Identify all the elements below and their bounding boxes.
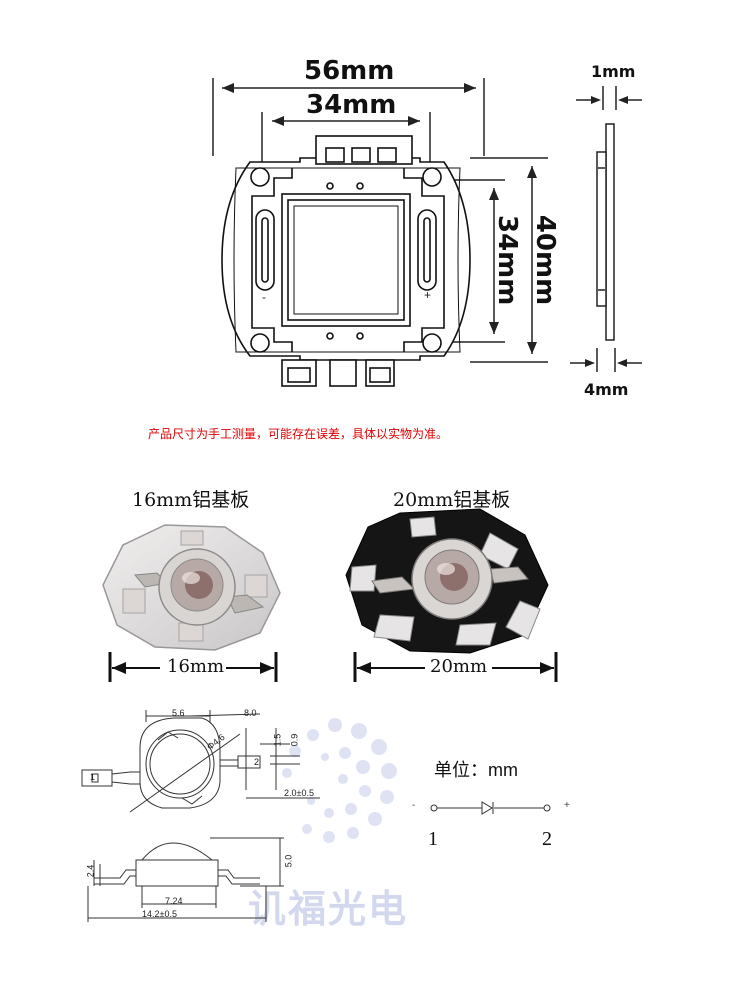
- height-total-label: 40mm: [530, 214, 560, 306]
- pin-2-label: 2: [254, 757, 260, 767]
- dim-0-9: 0.9: [289, 733, 300, 747]
- led-top-view-drawing: [81, 710, 320, 813]
- dim-7-24: 7.24: [165, 896, 183, 906]
- board-dimension-lines: [108, 652, 558, 682]
- dim-1-5: 1.5: [272, 733, 283, 747]
- plate-thickness-label: 1mm: [591, 62, 636, 81]
- diode-plus-label: +: [564, 800, 570, 811]
- width-inner-label: 34mm: [306, 90, 397, 120]
- unit-label: 单位：mm: [434, 760, 518, 780]
- board-20mm-caption: 20mm铝基板: [393, 489, 511, 511]
- board-16mm-photo: [102, 524, 281, 651]
- dim-14-2: 14.2±0.5: [142, 909, 177, 919]
- diode-minus-label: -: [412, 800, 416, 811]
- total-thickness-label: 4mm: [584, 380, 629, 399]
- board-20mm-photo: [345, 508, 549, 654]
- dim-2-4: 2.4: [85, 864, 96, 878]
- pin-1-label: 1: [90, 772, 96, 782]
- diode-pin-2: 2: [542, 828, 552, 850]
- width-total-label: 56mm: [304, 56, 395, 86]
- watermark-text: 讥福光电: [248, 887, 409, 931]
- pin-plus-mark: +: [424, 288, 432, 302]
- dim-5-6: 5.6: [172, 708, 185, 718]
- board-16mm-caption: 16mm铝基板: [132, 489, 250, 511]
- led-side-view-drawing: [87, 837, 284, 922]
- dim-5-0: 5.0: [283, 854, 294, 868]
- dim-2-0: 2.0±0.5: [284, 788, 314, 798]
- cob-led-drawing: [212, 78, 642, 387]
- diode-pin-1: 1: [428, 828, 438, 850]
- board-16mm-dimension: 16mm: [167, 656, 225, 677]
- height-inner-label: 34mm: [492, 215, 522, 306]
- board-20mm-dimension: 20mm: [430, 656, 488, 677]
- measurement-note: 产品尺寸为手工测量，可能存在误差，具体以实物为准。: [148, 427, 449, 441]
- diode-symbol: [430, 801, 551, 815]
- pin-minus-mark: -: [262, 290, 266, 304]
- watermark-logo: [282, 718, 397, 843]
- dim-8-0: 8.0: [244, 708, 257, 718]
